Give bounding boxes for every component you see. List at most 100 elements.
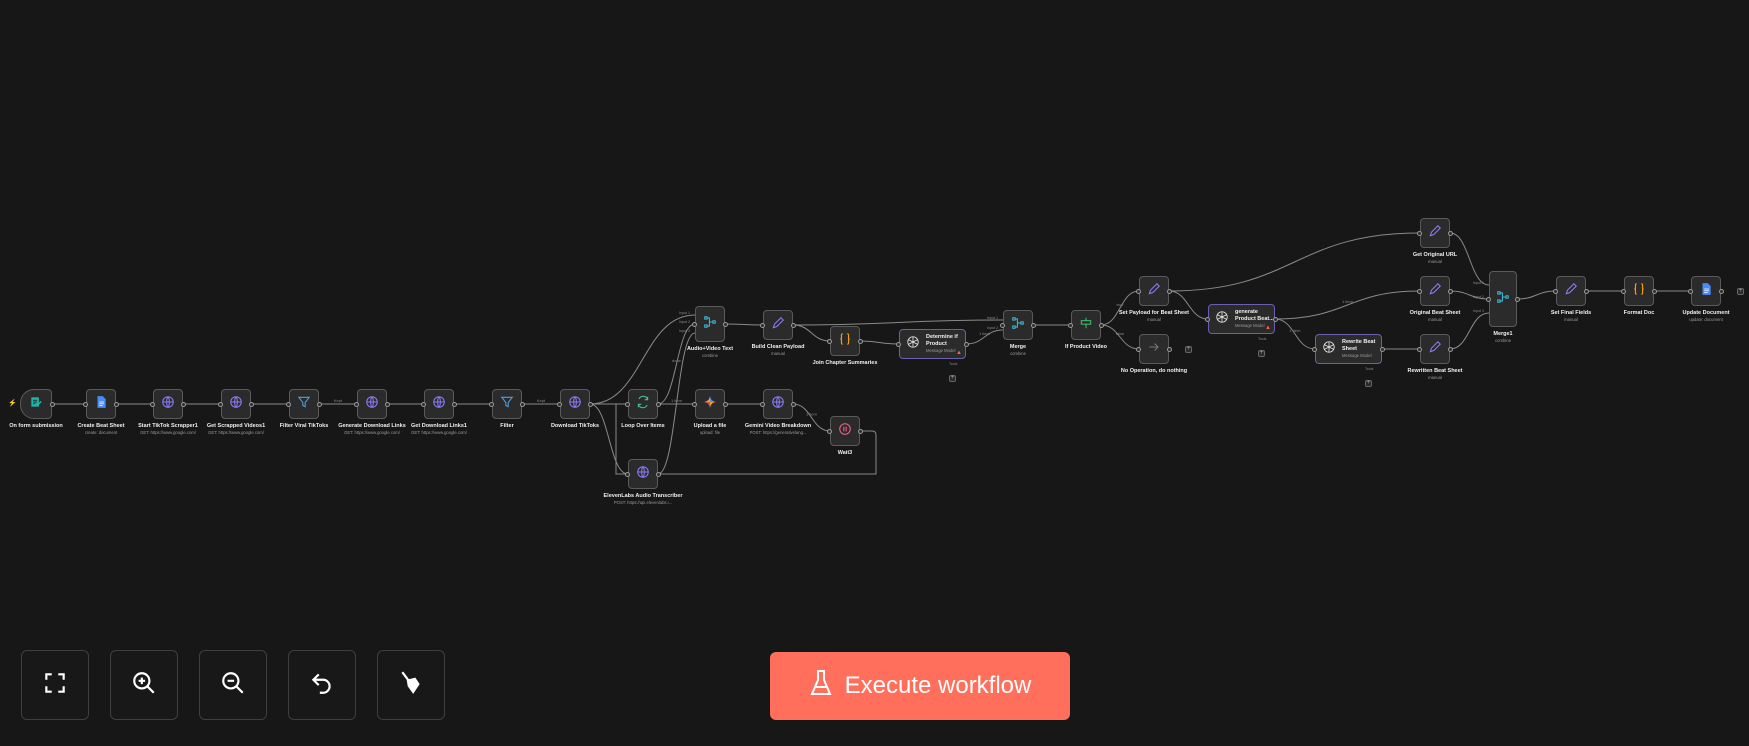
- node-upload[interactable]: [695, 389, 725, 419]
- output-port[interactable]: [1167, 288, 1172, 294]
- execute-workflow-button[interactable]: Execute workflow: [770, 652, 1070, 720]
- node-av[interactable]: [695, 306, 725, 342]
- input-port[interactable]: [1312, 346, 1317, 352]
- connection-determine-merge[interactable]: [965, 329, 1004, 345]
- output-port[interactable]: [1448, 288, 1453, 294]
- fit-view-button[interactable]: [21, 650, 89, 720]
- output-port[interactable]: [1380, 346, 1385, 352]
- output-port[interactable]: [249, 401, 254, 407]
- connection-join-determine[interactable]: [859, 340, 900, 345]
- add-node-button[interactable]: +: [1737, 287, 1744, 295]
- input-port[interactable]: [1136, 346, 1141, 352]
- node-update[interactable]: [1691, 276, 1721, 306]
- node-origurl[interactable]: [1420, 218, 1450, 248]
- node-final[interactable]: [1556, 276, 1586, 306]
- node-origbeat[interactable]: [1420, 276, 1450, 306]
- add-node-button[interactable]: +: [1185, 345, 1192, 353]
- output-port[interactable]: [181, 401, 186, 407]
- output-port[interactable]: [858, 338, 863, 344]
- undo-button[interactable]: [288, 650, 356, 720]
- connection-build-merge[interactable]: [792, 319, 1004, 326]
- connection-av-build[interactable]: [724, 323, 764, 326]
- input-port[interactable]: [1000, 322, 1005, 328]
- output-port[interactable]: [317, 401, 322, 407]
- output-port[interactable]: [964, 341, 969, 347]
- input-port[interactable]: [489, 401, 494, 407]
- node-create[interactable]: [86, 389, 116, 419]
- input-port[interactable]: [827, 428, 832, 434]
- node-join[interactable]: [830, 326, 860, 356]
- input-port[interactable]: [286, 401, 291, 407]
- node-loop[interactable]: [628, 389, 658, 419]
- output-port[interactable]: [1099, 322, 1104, 328]
- connection-ifprod-setpay[interactable]: [1100, 290, 1140, 326]
- connection-rewritten-merge1[interactable]: [1449, 312, 1490, 350]
- node-dl[interactable]: [560, 389, 590, 419]
- input-port[interactable]: [1136, 288, 1141, 294]
- input-port[interactable]: [1688, 288, 1693, 294]
- node-genbeat[interactable]: generate Product Beat...Message Model▲: [1208, 304, 1275, 334]
- connection-setpay-genbeat[interactable]: [1168, 290, 1209, 320]
- add-tool-button[interactable]: +: [1258, 350, 1265, 357]
- connection-loop-av[interactable]: [657, 323, 696, 405]
- output-port[interactable]: [858, 428, 863, 434]
- output-port[interactable]: [1448, 230, 1453, 236]
- input-port[interactable]: [827, 338, 832, 344]
- node-merge[interactable]: [1003, 310, 1033, 340]
- output-port[interactable]: [385, 401, 390, 407]
- node-form[interactable]: [20, 389, 52, 419]
- connection-gemini-wait[interactable]: [792, 403, 831, 432]
- node-noop[interactable]: [1139, 334, 1169, 364]
- connection-genbeat-origbeat[interactable]: [1274, 290, 1421, 320]
- input-port[interactable]: [83, 401, 88, 407]
- output-port[interactable]: [1031, 322, 1036, 328]
- node-getdl[interactable]: [424, 389, 454, 419]
- output-port[interactable]: [791, 401, 796, 407]
- output-port[interactable]: [1167, 346, 1172, 352]
- connection-origbeat-merge1[interactable]: [1449, 290, 1490, 300]
- input-port[interactable]: [760, 322, 765, 328]
- zoom-in-button[interactable]: [110, 650, 178, 720]
- connection-dl-av[interactable]: [589, 314, 696, 405]
- input-port[interactable]: [692, 401, 697, 407]
- input-port[interactable]: [1068, 322, 1073, 328]
- output-port[interactable]: [656, 401, 661, 407]
- node-merge1[interactable]: [1489, 271, 1517, 327]
- node-ifprod[interactable]: [1071, 310, 1101, 340]
- connection-setpay-origurl[interactable]: [1168, 232, 1421, 292]
- add-tool-button[interactable]: +: [949, 375, 956, 382]
- node-eleven[interactable]: [628, 459, 658, 489]
- input-port[interactable]: [354, 401, 359, 407]
- zoom-out-button[interactable]: [199, 650, 267, 720]
- connection-eleven-av[interactable]: [657, 332, 696, 475]
- node-gendl[interactable]: [357, 389, 387, 419]
- connection-origurl-merge1[interactable]: [1449, 232, 1490, 286]
- add-tool-button[interactable]: +: [1365, 380, 1372, 387]
- output-port[interactable]: [1273, 316, 1278, 322]
- output-port[interactable]: [114, 401, 119, 407]
- output-port[interactable]: [520, 401, 525, 407]
- node-build[interactable]: [763, 310, 793, 340]
- input-port[interactable]: [896, 341, 901, 347]
- input-port[interactable]: [1417, 346, 1422, 352]
- output-port[interactable]: [452, 401, 457, 407]
- connection-genbeat-rewrite[interactable]: [1274, 318, 1316, 350]
- input-port[interactable]: [1417, 230, 1422, 236]
- output-port[interactable]: [656, 471, 661, 477]
- node-getscr[interactable]: [221, 389, 251, 419]
- input-port[interactable]: [557, 401, 562, 407]
- node-filter[interactable]: [492, 389, 522, 419]
- output-port[interactable]: [1719, 288, 1724, 294]
- connection-dl-eleven[interactable]: [589, 403, 629, 475]
- node-wait[interactable]: [830, 416, 860, 446]
- output-port[interactable]: [588, 401, 593, 407]
- output-port[interactable]: [723, 321, 728, 327]
- node-rewritten[interactable]: [1420, 334, 1450, 364]
- output-port[interactable]: [791, 322, 796, 328]
- node-format[interactable]: [1624, 276, 1654, 306]
- output-port[interactable]: [1515, 296, 1520, 302]
- output-port[interactable]: [1652, 288, 1657, 294]
- input-port[interactable]: [760, 401, 765, 407]
- connection-ifprod-noop[interactable]: [1100, 324, 1140, 350]
